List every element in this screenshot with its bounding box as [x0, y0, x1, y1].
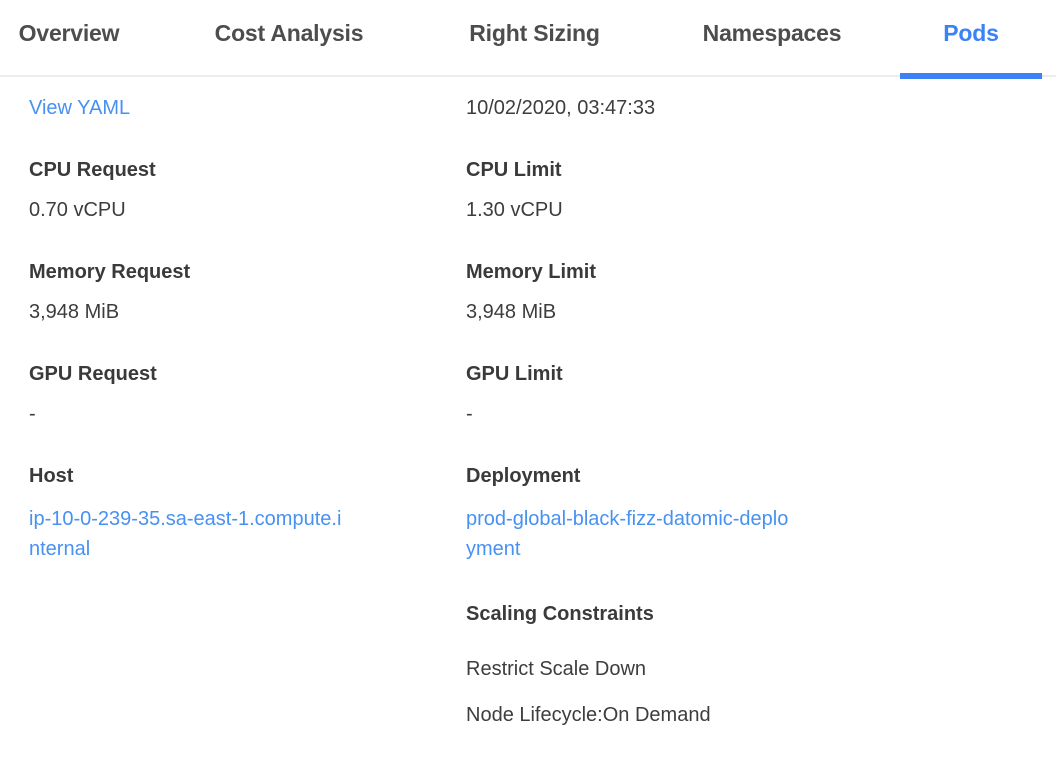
scaling-constraint-item: Node Lifecycle:On Demand: [466, 704, 711, 726]
host-label: Host: [29, 465, 74, 487]
view-yaml-link[interactable]: View YAML: [29, 97, 131, 119]
last-seen-timestamp: 10/02/2020, 03:47:33: [466, 97, 656, 119]
memory-limit-value: 3,948 MiB: [466, 301, 557, 323]
tab-pods[interactable]: Pods: [900, 0, 1042, 79]
cpu-request-label: CPU Request: [29, 159, 156, 181]
gpu-request-field: GPU Request -: [29, 362, 466, 426]
scaling-constraints-section: Scaling Constraints Restrict Scale Down …: [466, 602, 1026, 727]
details-left-column: View YAML CPU Request 0.70 vCPU Memory R…: [29, 96, 466, 727]
memory-request-field: Memory Request 3,948 MiB: [29, 260, 466, 324]
cpu-request-value: 0.70 vCPU: [29, 199, 126, 221]
host-link[interactable]: ip-10-0-239-35.sa-east-1.compute.interna…: [29, 508, 342, 560]
tab-bar: Overview Cost Analysis Right Sizing Name…: [0, 0, 1056, 79]
memory-request-value: 3,948 MiB: [29, 301, 120, 323]
deployment-label: Deployment: [466, 465, 581, 487]
tab-right-sizing[interactable]: Right Sizing: [465, 0, 604, 77]
host-field: Host ip-10-0-239-35.sa-east-1.compute.in…: [29, 464, 466, 564]
tab-namespaces-label: Namespaces: [702, 20, 842, 46]
details-right-column: 10/02/2020, 03:47:33 CPU Limit 1.30 vCPU…: [466, 96, 1026, 727]
gpu-limit-label: GPU Limit: [466, 363, 563, 385]
gpu-request-label: GPU Request: [29, 363, 157, 385]
tab-cost-analysis[interactable]: Cost Analysis: [207, 0, 371, 77]
active-tab-indicator: [900, 73, 1042, 79]
tab-pods-label: Pods: [943, 20, 999, 46]
cpu-request-field: CPU Request 0.70 vCPU: [29, 158, 466, 222]
memory-limit-label: Memory Limit: [466, 261, 597, 283]
memory-request-label: Memory Request: [29, 261, 191, 283]
scaling-constraint-item: Restrict Scale Down: [466, 658, 647, 680]
deployment-link[interactable]: prod-global-black-fizz-datomic-deploymen…: [466, 508, 789, 560]
scaling-constraints-label: Scaling Constraints: [466, 603, 654, 625]
gpu-request-value: -: [29, 403, 36, 425]
cpu-limit-label: CPU Limit: [466, 159, 562, 181]
pod-details-panel: View YAML CPU Request 0.70 vCPU Memory R…: [0, 77, 1056, 727]
tab-overview[interactable]: Overview: [14, 0, 124, 77]
tab-namespaces[interactable]: Namespaces: [698, 0, 846, 77]
cpu-limit-value: 1.30 vCPU: [466, 199, 563, 221]
tab-overview-label: Overview: [18, 20, 120, 46]
cpu-limit-field: CPU Limit 1.30 vCPU: [466, 158, 1026, 222]
gpu-limit-value: -: [466, 403, 473, 425]
deployment-field: Deployment prod-global-black-fizz-datomi…: [466, 464, 1026, 564]
tab-right-sizing-label: Right Sizing: [469, 20, 600, 46]
memory-limit-field: Memory Limit 3,948 MiB: [466, 260, 1026, 324]
gpu-limit-field: GPU Limit -: [466, 362, 1026, 426]
tab-cost-analysis-label: Cost Analysis: [214, 20, 364, 46]
